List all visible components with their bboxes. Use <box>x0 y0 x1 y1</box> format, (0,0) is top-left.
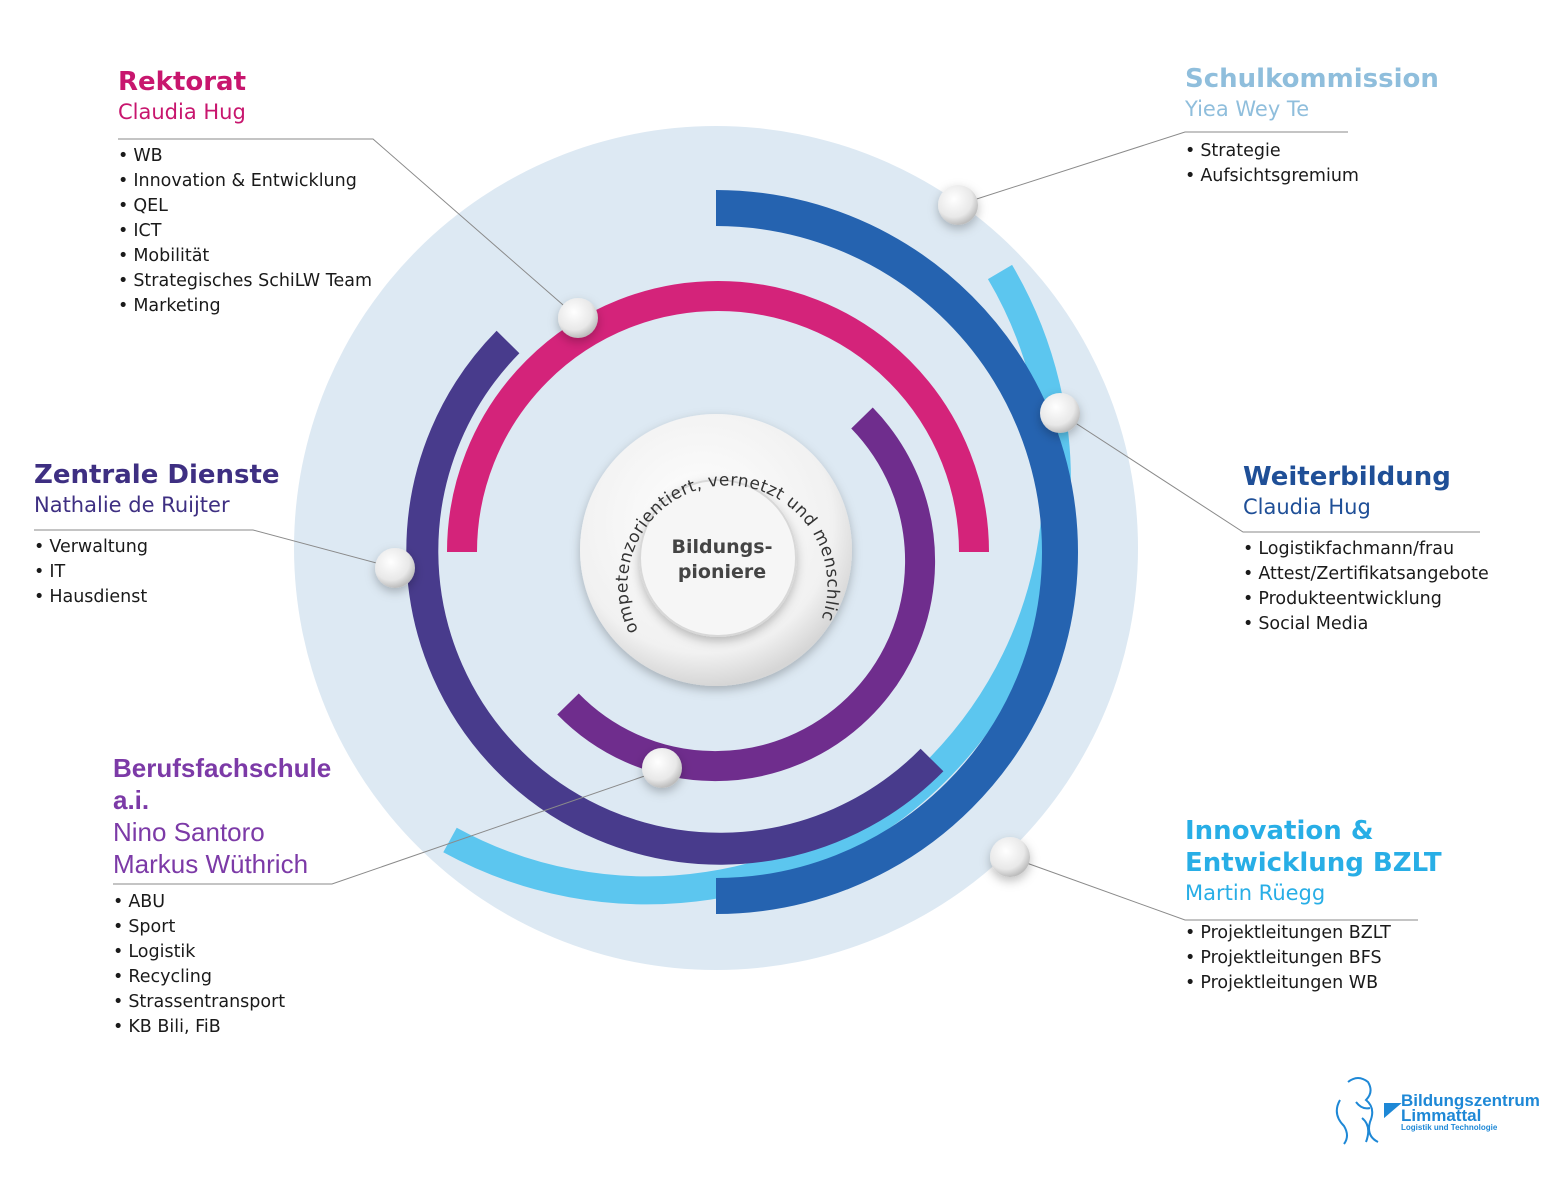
connector-bfs <box>113 769 663 885</box>
list-item: ICT <box>118 219 372 244</box>
ring-darkblue <box>715 190 1078 914</box>
innovation-person: Martin Rüegg <box>1185 881 1326 905</box>
list-item: WB <box>118 144 372 169</box>
logo-line2: Limmattal <box>1401 1106 1482 1125</box>
unit-rektorat: Rektorat Claudia Hug WB Innovation & Ent… <box>118 66 372 319</box>
bfs-person-line2: Markus Wüthrich <box>113 849 309 879</box>
schulkommission-person: Yiea Wey Te <box>1185 97 1310 121</box>
unit-schulkommission: Schulkommission Yiea Wey Te Strategie Au… <box>1185 63 1439 189</box>
rektorat-person: Claudia Hug <box>118 100 246 124</box>
hub-label-line1: Bildungs- <box>672 536 773 558</box>
zentrale-list: Verwaltung IT Hausdienst <box>34 535 280 610</box>
logo-line1: Bildungszentrum <box>1401 1091 1540 1110</box>
bfs-title-line1: Berufsfachschule <box>113 753 332 783</box>
list-item: Marketing <box>118 294 372 319</box>
innovation-list: Projektleitungen BZLT Projektleitungen B… <box>1185 921 1442 996</box>
list-item: Hausdienst <box>34 585 280 610</box>
list-item: Strassentransport <box>113 990 331 1015</box>
list-item: Recycling <box>113 965 331 990</box>
list-item: Aufsichtsgremium <box>1185 164 1439 189</box>
knob-innovation <box>990 837 1030 877</box>
innovation-title-line1: Innovation & <box>1185 816 1374 846</box>
unit-berufsfachschule: Berufsfachschule a.i. Nino Santoro Marku… <box>113 752 331 1040</box>
knob-rektorat <box>558 298 598 338</box>
weiterbildung-person: Claudia Hug <box>1243 495 1371 519</box>
hub-inner <box>639 479 797 637</box>
list-item: QEL <box>118 194 372 219</box>
bfs-list: ABU Sport Logistik Recycling Strassentra… <box>113 890 331 1040</box>
ring-pink <box>447 281 989 553</box>
ring-indigo <box>406 330 944 865</box>
zentrale-person: Nathalie de Ruijter <box>34 493 230 517</box>
connector-zentrale <box>34 529 396 569</box>
schulkommission-title: Schulkommission <box>1185 64 1439 94</box>
list-item: KB Bili, FiB <box>113 1015 331 1040</box>
list-item: Mobilität <box>118 244 372 269</box>
innovation-title-line2: Entwicklung BZLT <box>1185 848 1442 878</box>
weiterbildung-list: Logistikfachmann/frau Attest/Zertifikats… <box>1243 537 1489 637</box>
knob-zentrale <box>375 548 415 588</box>
list-item: Logistikfachmann/frau <box>1243 537 1489 562</box>
connector-rektorat <box>118 138 579 319</box>
bfs-person-line1: Nino Santoro <box>113 817 265 847</box>
list-item: Produkteentwicklung <box>1243 587 1489 612</box>
hub-label-line2: pioniere <box>678 561 766 583</box>
list-item: Strategisches SchiLW Team <box>118 269 372 294</box>
lion-logo-icon <box>1335 1077 1402 1145</box>
list-item: IT <box>34 560 280 585</box>
list-item: Projektleitungen BZLT <box>1185 921 1442 946</box>
list-item: ABU <box>113 890 331 915</box>
unit-zentrale-dienste: Zentrale Dienste Nathalie de Ruijter Ver… <box>34 459 280 610</box>
schulkommission-list: Strategie Aufsichtsgremium <box>1185 139 1439 189</box>
list-item: Social Media <box>1243 612 1489 637</box>
weiterbildung-title: Weiterbildung <box>1243 462 1451 492</box>
knob-bfs <box>642 748 682 788</box>
unit-weiterbildung: Weiterbildung Claudia Hug Logistikfachma… <box>1243 461 1489 637</box>
list-item: Attest/Zertifikatsangebote <box>1243 562 1488 587</box>
rektorat-list: WB Innovation & Entwicklung QEL ICT Mobi… <box>118 144 372 319</box>
list-item: Sport <box>113 915 331 940</box>
list-item: Projektleitungen BFS <box>1185 946 1442 971</box>
knob-weiterbildung <box>1040 393 1080 433</box>
rektorat-title: Rektorat <box>118 67 247 97</box>
logo-line3: Logistik und Technologie <box>1401 1123 1498 1132</box>
connector-weiterbildung <box>1059 412 1480 533</box>
list-item: Strategie <box>1185 139 1439 164</box>
list-item: Logistik <box>113 940 331 965</box>
connector-innovation <box>1009 856 1418 921</box>
unit-innovation: Innovation & Entwicklung BZLT Martin Rüe… <box>1185 815 1442 996</box>
list-item: Projektleitungen WB <box>1185 971 1442 996</box>
brand-logo: Bildungszentrum Limmattal Logistik und T… <box>1401 1091 1540 1133</box>
list-item: Innovation & Entwicklung <box>118 169 372 194</box>
zentrale-title: Zentrale Dienste <box>34 460 280 490</box>
bfs-title-line2: a.i. <box>113 785 150 815</box>
connector-schulkommission <box>957 131 1348 206</box>
list-item: Verwaltung <box>34 535 280 560</box>
knob-schulkommission <box>938 185 978 225</box>
